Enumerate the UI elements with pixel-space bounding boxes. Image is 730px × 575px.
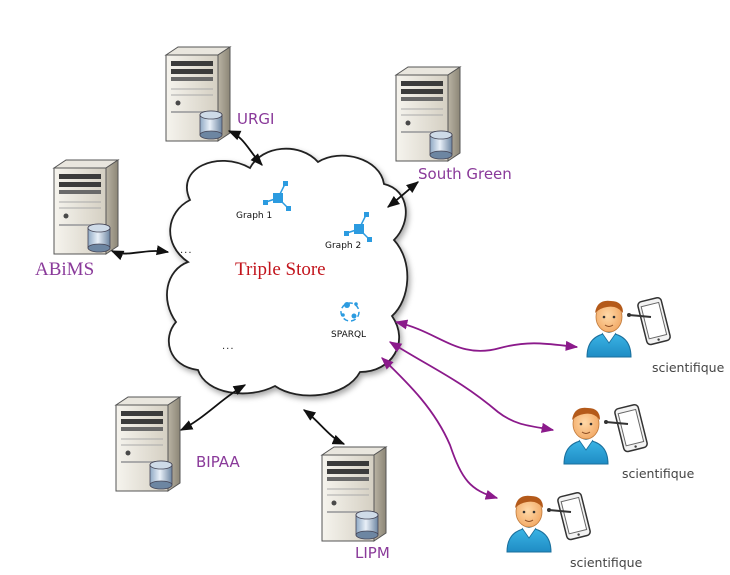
lipm-link-arrow <box>302 409 346 445</box>
scientist-3-label: scientifique <box>570 555 643 570</box>
bipaa-link-arrow <box>179 384 247 431</box>
ellipsis-bottom: ... <box>222 341 235 352</box>
ellipsis-top: ... <box>180 245 193 256</box>
lipm-server-icon <box>321 446 387 542</box>
sparql-icon <box>340 302 360 322</box>
south-green-link-arrow <box>387 181 419 208</box>
abims-link-arrow <box>110 245 170 261</box>
abims-server-icon <box>53 159 119 255</box>
urgi-label: URGI <box>237 110 275 128</box>
graph-1-label: Graph 1 <box>236 211 273 221</box>
scientist-3-link-arrow <box>381 357 499 500</box>
urgi-link-arrow <box>227 130 263 166</box>
triple-store-title: Triple Store <box>235 259 326 280</box>
south-green-label: South Green <box>418 165 512 183</box>
lipm-label: LIPM <box>355 544 390 562</box>
scientist-1-icon <box>586 295 672 358</box>
scientist-2-link-arrow <box>388 341 555 433</box>
scientist-1-label: scientifique <box>652 360 725 375</box>
abims-label: ABiMS <box>35 259 95 280</box>
graph-2-label: Graph 2 <box>325 241 362 251</box>
bipaa-label: BIPAA <box>196 453 240 471</box>
south-green-server-icon <box>395 66 461 162</box>
scientist-1-link-arrow <box>394 319 579 352</box>
sparql-label: SPARQL <box>331 330 367 340</box>
scientist-3-icon <box>506 490 592 553</box>
scientist-2-label: scientifique <box>622 466 695 481</box>
urgi-server-icon <box>165 46 231 142</box>
bipaa-server-icon <box>115 396 181 492</box>
scientist-2-icon <box>563 402 649 465</box>
